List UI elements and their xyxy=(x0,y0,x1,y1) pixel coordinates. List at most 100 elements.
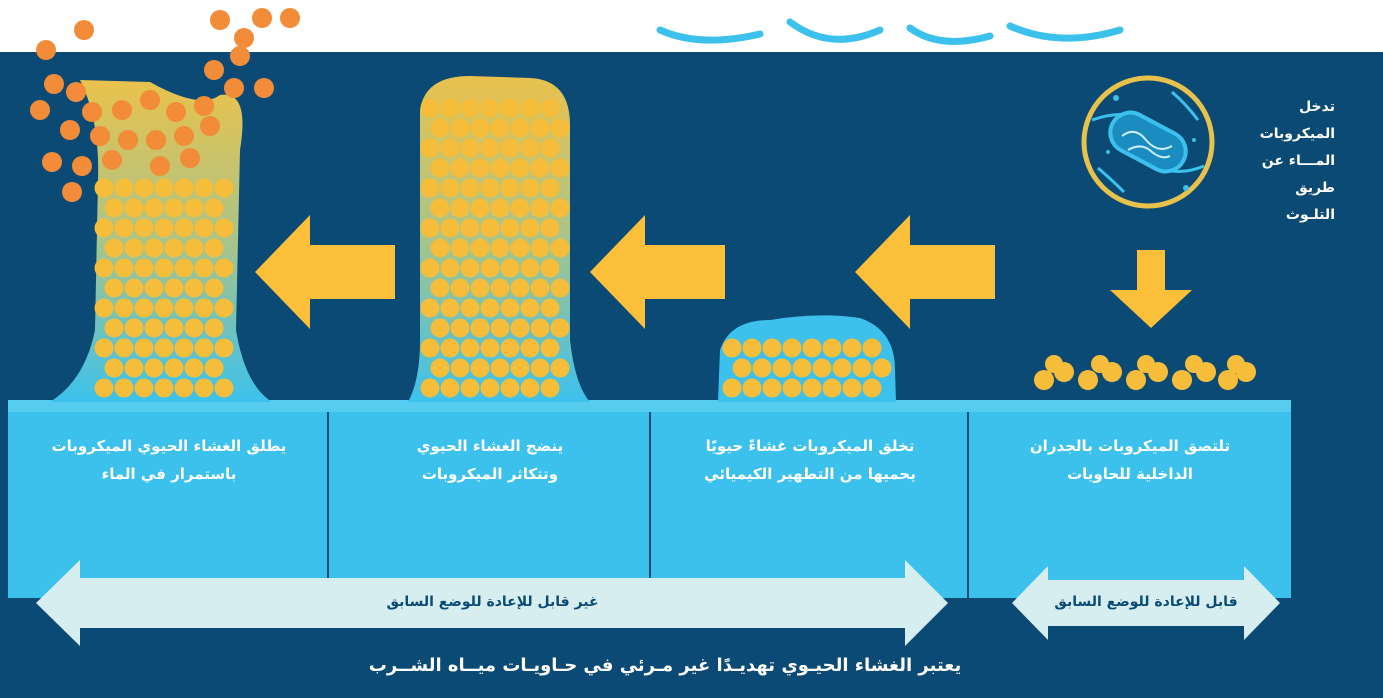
bacterium-dot xyxy=(165,239,184,258)
bacterium-dot xyxy=(531,359,550,378)
bacterium-dot xyxy=(491,119,510,138)
intro-text: تدخل الميكروبات المـــاء عن طريق التلـوث xyxy=(1225,94,1335,229)
footer-caption: يعتبر الغشاء الحيـوي تهديـدًا غير مـرئي … xyxy=(200,655,1130,676)
reversible-label: قابل للإعادة للوضع السابق xyxy=(1048,594,1244,610)
bacterium-dot xyxy=(185,359,204,378)
bacterium-dot xyxy=(461,379,480,398)
bacterium-dot xyxy=(491,279,510,298)
bacterium-dot xyxy=(441,99,460,118)
bacterium-dot xyxy=(421,179,440,198)
bacterium-dot xyxy=(155,299,174,318)
bacterium-dot xyxy=(205,319,224,338)
bacterium-dot xyxy=(421,219,440,238)
bacterium-dot xyxy=(215,179,234,198)
bacterium-dot xyxy=(125,359,144,378)
bacterium-dot xyxy=(215,299,234,318)
bacterium-dot xyxy=(195,179,214,198)
bacterium-dot xyxy=(511,279,530,298)
bacterium-dot xyxy=(451,199,470,218)
caption-line: يحميها من التطهير الكيميائي xyxy=(654,460,966,488)
bacterium-dot xyxy=(441,179,460,198)
bacterium-dot xyxy=(551,359,570,378)
bacterium-dot xyxy=(254,78,274,98)
bacterium-dot xyxy=(1227,355,1245,373)
bacterium-dot xyxy=(461,339,480,358)
bacterium-dot xyxy=(431,199,450,218)
bacterium-dot xyxy=(421,299,440,318)
bacterium-dot xyxy=(823,379,842,398)
bacterium-dot xyxy=(843,339,862,358)
bacterium-dot xyxy=(1172,370,1192,390)
bacterium-dot xyxy=(115,339,134,358)
bacterium-dot xyxy=(185,319,204,338)
bacterium-dot xyxy=(185,239,204,258)
bacterium-dot xyxy=(140,90,160,110)
bacterium-dot xyxy=(42,152,62,172)
bacterium-dot xyxy=(1091,355,1109,373)
bacterium-dot xyxy=(1218,370,1238,390)
bacterium-dot xyxy=(195,379,214,398)
bacterium-dot xyxy=(853,359,872,378)
bacterium-dot xyxy=(175,379,194,398)
bacterium-dot xyxy=(471,239,490,258)
bacterium-dot xyxy=(541,139,560,158)
bacterium-dot xyxy=(431,319,450,338)
bacterium-dot xyxy=(105,319,124,338)
bacterium-dot xyxy=(125,239,144,258)
bacterium-dot xyxy=(481,219,500,238)
bacterium-dot xyxy=(733,359,752,378)
bacterium-dot xyxy=(165,319,184,338)
bacterium-dot xyxy=(175,259,194,278)
bacterium-dot xyxy=(421,339,440,358)
bacterium-dot xyxy=(252,8,272,28)
intro-line: المـــاء عن طريق xyxy=(1225,148,1335,202)
bacterium-dot xyxy=(102,150,122,170)
bacterium-dot xyxy=(491,319,510,338)
bacterium-dot xyxy=(521,219,540,238)
bacterium-dot xyxy=(481,259,500,278)
bacterium-dot xyxy=(873,359,892,378)
irreversible-label: غير قابل للإعادة للوضع السابق xyxy=(80,594,905,610)
bacterium-dot xyxy=(451,119,470,138)
bacterium-dot xyxy=(753,359,772,378)
bacterium-dot xyxy=(531,119,550,138)
bacterium-dot xyxy=(461,139,480,158)
bacterium-dot xyxy=(1126,370,1146,390)
bacterium-dot xyxy=(531,159,550,178)
bacterium-dot xyxy=(135,179,154,198)
bacterium-dot xyxy=(155,179,174,198)
bacterium-dot xyxy=(205,199,224,218)
bacterium-dot xyxy=(511,119,530,138)
bacterium-dot xyxy=(441,299,460,318)
bacterium-dot xyxy=(541,379,560,398)
bacterium-dot xyxy=(195,299,214,318)
bacterium-dot xyxy=(135,219,154,238)
bacterium-dot xyxy=(491,159,510,178)
bacterium-dot xyxy=(491,359,510,378)
bacterium-dot xyxy=(215,379,234,398)
bacterium-dot xyxy=(541,339,560,358)
bacterium-dot xyxy=(511,159,530,178)
bacterium-dot xyxy=(105,359,124,378)
bacterium-dot xyxy=(204,60,224,80)
bacterium-dot xyxy=(165,359,184,378)
bacterium-dot xyxy=(72,156,92,176)
bacterium-dot xyxy=(115,379,134,398)
bacterium-dot xyxy=(112,100,132,120)
bacterium-dot xyxy=(511,319,530,338)
bacterium-dot xyxy=(803,339,822,358)
bacterium-dot xyxy=(501,259,520,278)
bacterium-dot xyxy=(195,259,214,278)
bacterium-dot xyxy=(150,156,170,176)
bacterium-dot xyxy=(471,359,490,378)
bacterium-dot xyxy=(723,379,742,398)
bacterium-dot xyxy=(205,359,224,378)
bacterium-dot xyxy=(461,179,480,198)
bacterium-dot xyxy=(793,359,812,378)
bacterium-dot xyxy=(521,139,540,158)
bacterium-dot xyxy=(541,259,560,278)
bacterium-dot xyxy=(205,239,224,258)
bacterium-dot xyxy=(511,239,530,258)
stage-1-caption: تلتصق الميكروبات بالجدران الداخلية للحاو… xyxy=(972,432,1288,488)
